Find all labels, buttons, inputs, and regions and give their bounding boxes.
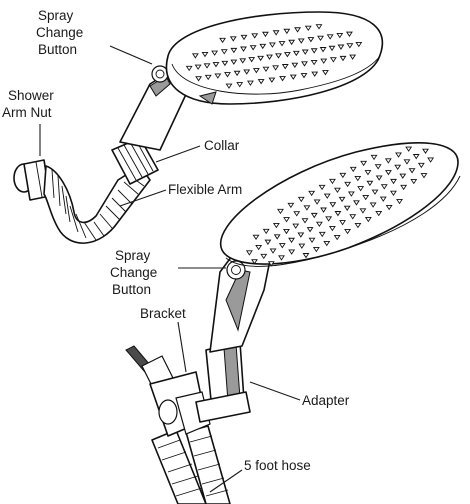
label-collar: Collar (204, 138, 240, 153)
label-line: Spray (115, 248, 151, 263)
label-line: Change (110, 265, 157, 280)
label-line: Change (36, 25, 83, 40)
label-spray-change-button-bottom: Spray Change Button (110, 248, 161, 297)
label-line: Arm Nut (2, 105, 52, 120)
label-spray-change-button-top: Spray Change Button (36, 8, 87, 57)
label-line: Button (38, 42, 77, 57)
label-line: Button (112, 282, 151, 297)
hose (152, 426, 230, 504)
label-adapter: Adapter (302, 393, 350, 408)
label-shower-arm-nut: Shower Arm Nut (2, 88, 58, 120)
handshower-assembly (126, 143, 460, 504)
label-line: Shower (8, 88, 54, 103)
label-bracket: Bracket (140, 306, 186, 321)
label-line: Spray (38, 8, 74, 23)
label-flexible-arm: Flexible Arm (168, 182, 242, 197)
handshower-head (221, 143, 460, 267)
upper-shower-head (166, 12, 382, 104)
spray-change-button-top (152, 66, 168, 82)
label-hose: 5 foot hose (244, 458, 311, 473)
adapter (196, 342, 250, 422)
